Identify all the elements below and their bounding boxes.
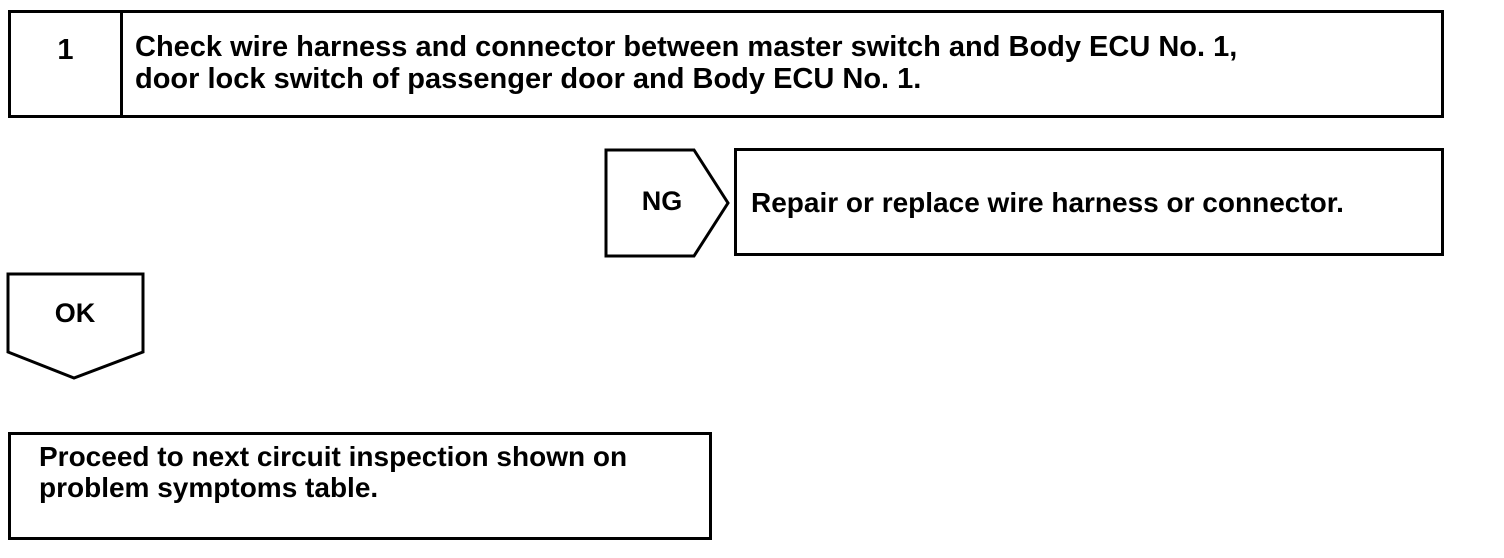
step-instruction: Check wire harness and connector between…: [135, 31, 1431, 95]
ng-arrow-shape: [604, 148, 730, 258]
step-instruction-line-1: Check wire harness and connector between…: [135, 31, 1238, 63]
ng-result-box: Repair or replace wire harness or connec…: [734, 148, 1444, 256]
next-step-line-1: Proceed to next circuit inspection shown…: [39, 441, 628, 472]
ng-result-text: Repair or replace wire harness or connec…: [751, 187, 1344, 218]
step-instruction-line-2: door lock switch of passenger door and B…: [135, 63, 922, 95]
ng-label: NG: [641, 186, 683, 216]
ok-label: OK: [54, 298, 96, 328]
next-step-line-2: problem symptoms table.: [39, 472, 379, 503]
ok-arrow-shape: [6, 272, 145, 380]
step-number: 1: [11, 13, 123, 115]
next-step-box: Proceed to next circuit inspection shown…: [8, 432, 712, 540]
step-1-box: 1 Check wire harness and connector betwe…: [8, 10, 1444, 118]
next-step-text: Proceed to next circuit inspection shown…: [39, 441, 699, 503]
